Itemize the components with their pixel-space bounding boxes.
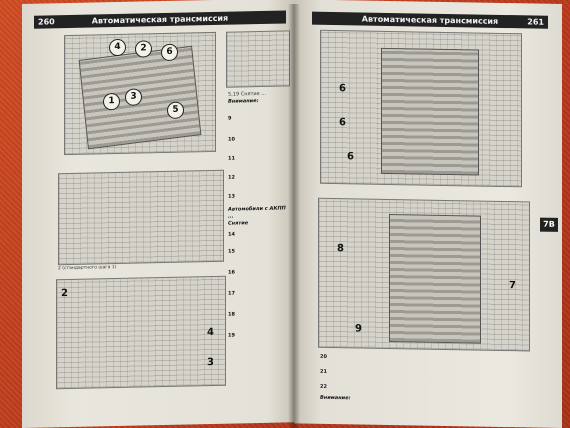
left-page-header: 260 Автоматическая трансмиссия [34,10,286,29]
valve-body-figure: 4 2 6 3 1 5 [64,31,216,156]
label-8: 8 [337,243,344,255]
small-part-figure [226,30,290,88]
col-line-3: 10 [228,136,235,143]
label-7: 7 [509,280,516,292]
right-line-2: 22 [320,383,327,390]
right-line-0: 20 [320,353,327,360]
left-page-title: Автоматическая трансмиссия [91,13,229,26]
col-line-8: Снятие [228,220,249,227]
col-line-12: 17 [228,290,235,297]
right-bottom-text: 20 21 22 Внимание: [320,354,530,406]
right-line-1: 21 [320,368,327,375]
right-line-3: Внимание: [320,394,351,402]
label-4: 4 [207,326,214,339]
col-line-13: 18 [228,311,235,318]
right-page-title: Автоматическая трансмиссия [361,14,499,26]
col-line-2: 9 [228,115,232,122]
label-6-b: 6 [339,117,346,129]
book-gutter [288,4,300,428]
valve-body-top-illustration [381,47,479,176]
col-line-7: Автомобили с АКПП ... [228,205,286,220]
col-line-6: 13 [228,193,235,200]
engine-bay-figure [58,169,224,266]
left-text-column: 5.19 Снятие ... Внимание: 9 10 11 12 13 … [228,90,288,339]
col-line-11: 16 [228,269,235,276]
valve-body-bottom-illustration [389,213,481,344]
label-6-a: 6 [339,83,346,95]
valve-body-bottom-figure: 8 7 9 [318,197,530,352]
col-line-1: Внимание: [228,98,259,105]
section-tab-7b: 7B [540,217,558,232]
col-line-10: 15 [228,248,235,255]
right-page-number: 261 [527,17,544,27]
col-line-5: 12 [228,174,235,181]
col-line-4: 11 [228,155,235,162]
label-3: 3 [207,356,214,369]
label-2: 2 [61,288,68,300]
right-page-header: Автоматическая трансмиссия 261 [312,11,548,29]
left-page: 260 Автоматическая трансмиссия 4 2 6 3 1… [22,0,294,428]
col-line-14: 19 [228,332,235,339]
col-line-9: 14 [228,231,235,238]
label-9: 9 [355,323,362,335]
label-6-c: 6 [347,151,354,163]
open-book: 260 Автоматическая трансмиссия 4 2 6 3 1… [22,0,562,428]
right-page: Автоматическая трансмиссия 261 6 6 6 8 7… [294,0,562,428]
radiator-hoses-figure: 2 4 3 [56,275,226,390]
valve-body-top-figure: 6 6 6 [320,29,522,188]
